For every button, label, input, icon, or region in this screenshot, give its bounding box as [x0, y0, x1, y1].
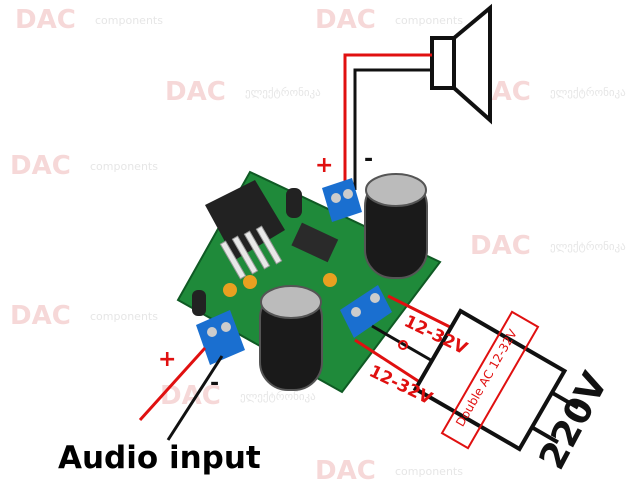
input-plus-label: +	[158, 347, 176, 372]
power-wire-top	[387, 294, 457, 332]
svg-text:ელექტრონიკა: ელექტრონიკა	[245, 86, 321, 99]
speaker-wire-positive	[343, 53, 432, 185]
power-terminal	[340, 285, 392, 338]
svg-text:DAC: DAC	[470, 231, 531, 261]
svg-text:DAC: DAC	[10, 151, 71, 181]
audio-input-label: Audio input	[58, 440, 261, 476]
svg-text:ელექტრონიკა: ელექტრონიკა	[240, 390, 316, 403]
input-wire-positive	[138, 346, 207, 422]
input-terminal	[196, 310, 245, 365]
speaker-minus-label: -	[364, 147, 373, 172]
speaker-plus-label: +	[315, 153, 333, 178]
capacitor-large-1	[364, 173, 428, 279]
speaker-terminal	[322, 178, 362, 222]
svg-text:components: components	[395, 465, 463, 478]
speaker-icon	[430, 3, 492, 125]
capacitor-large-2	[259, 285, 323, 391]
ground-symbol	[398, 340, 408, 350]
svg-text:components: components	[90, 310, 158, 323]
input-minus-label: -	[210, 371, 219, 396]
transformer: Double AC 12-32V	[412, 308, 579, 452]
svg-text:DAC: DAC	[165, 77, 226, 107]
svg-text:components: components	[95, 14, 163, 27]
svg-text:components: components	[395, 14, 463, 27]
svg-text:DAC: DAC	[10, 301, 71, 331]
watermarks: DAC components DAC components DAC ელექტრონი…	[10, 5, 626, 480]
svg-text:DAC: DAC	[315, 5, 376, 35]
svg-text:ელექტრონიკა: ელექტრონიკა	[550, 86, 626, 99]
svg-text:ელექტრონიკა: ელექტრონიკა	[550, 240, 626, 253]
svg-text:DAC: DAC	[315, 456, 376, 480]
amplifier-board	[176, 170, 442, 394]
svg-text:components: components	[90, 160, 158, 173]
svg-text:DAC: DAC	[15, 5, 76, 35]
input-wire-negative	[166, 355, 224, 441]
speaker-wire-negative	[353, 68, 432, 190]
